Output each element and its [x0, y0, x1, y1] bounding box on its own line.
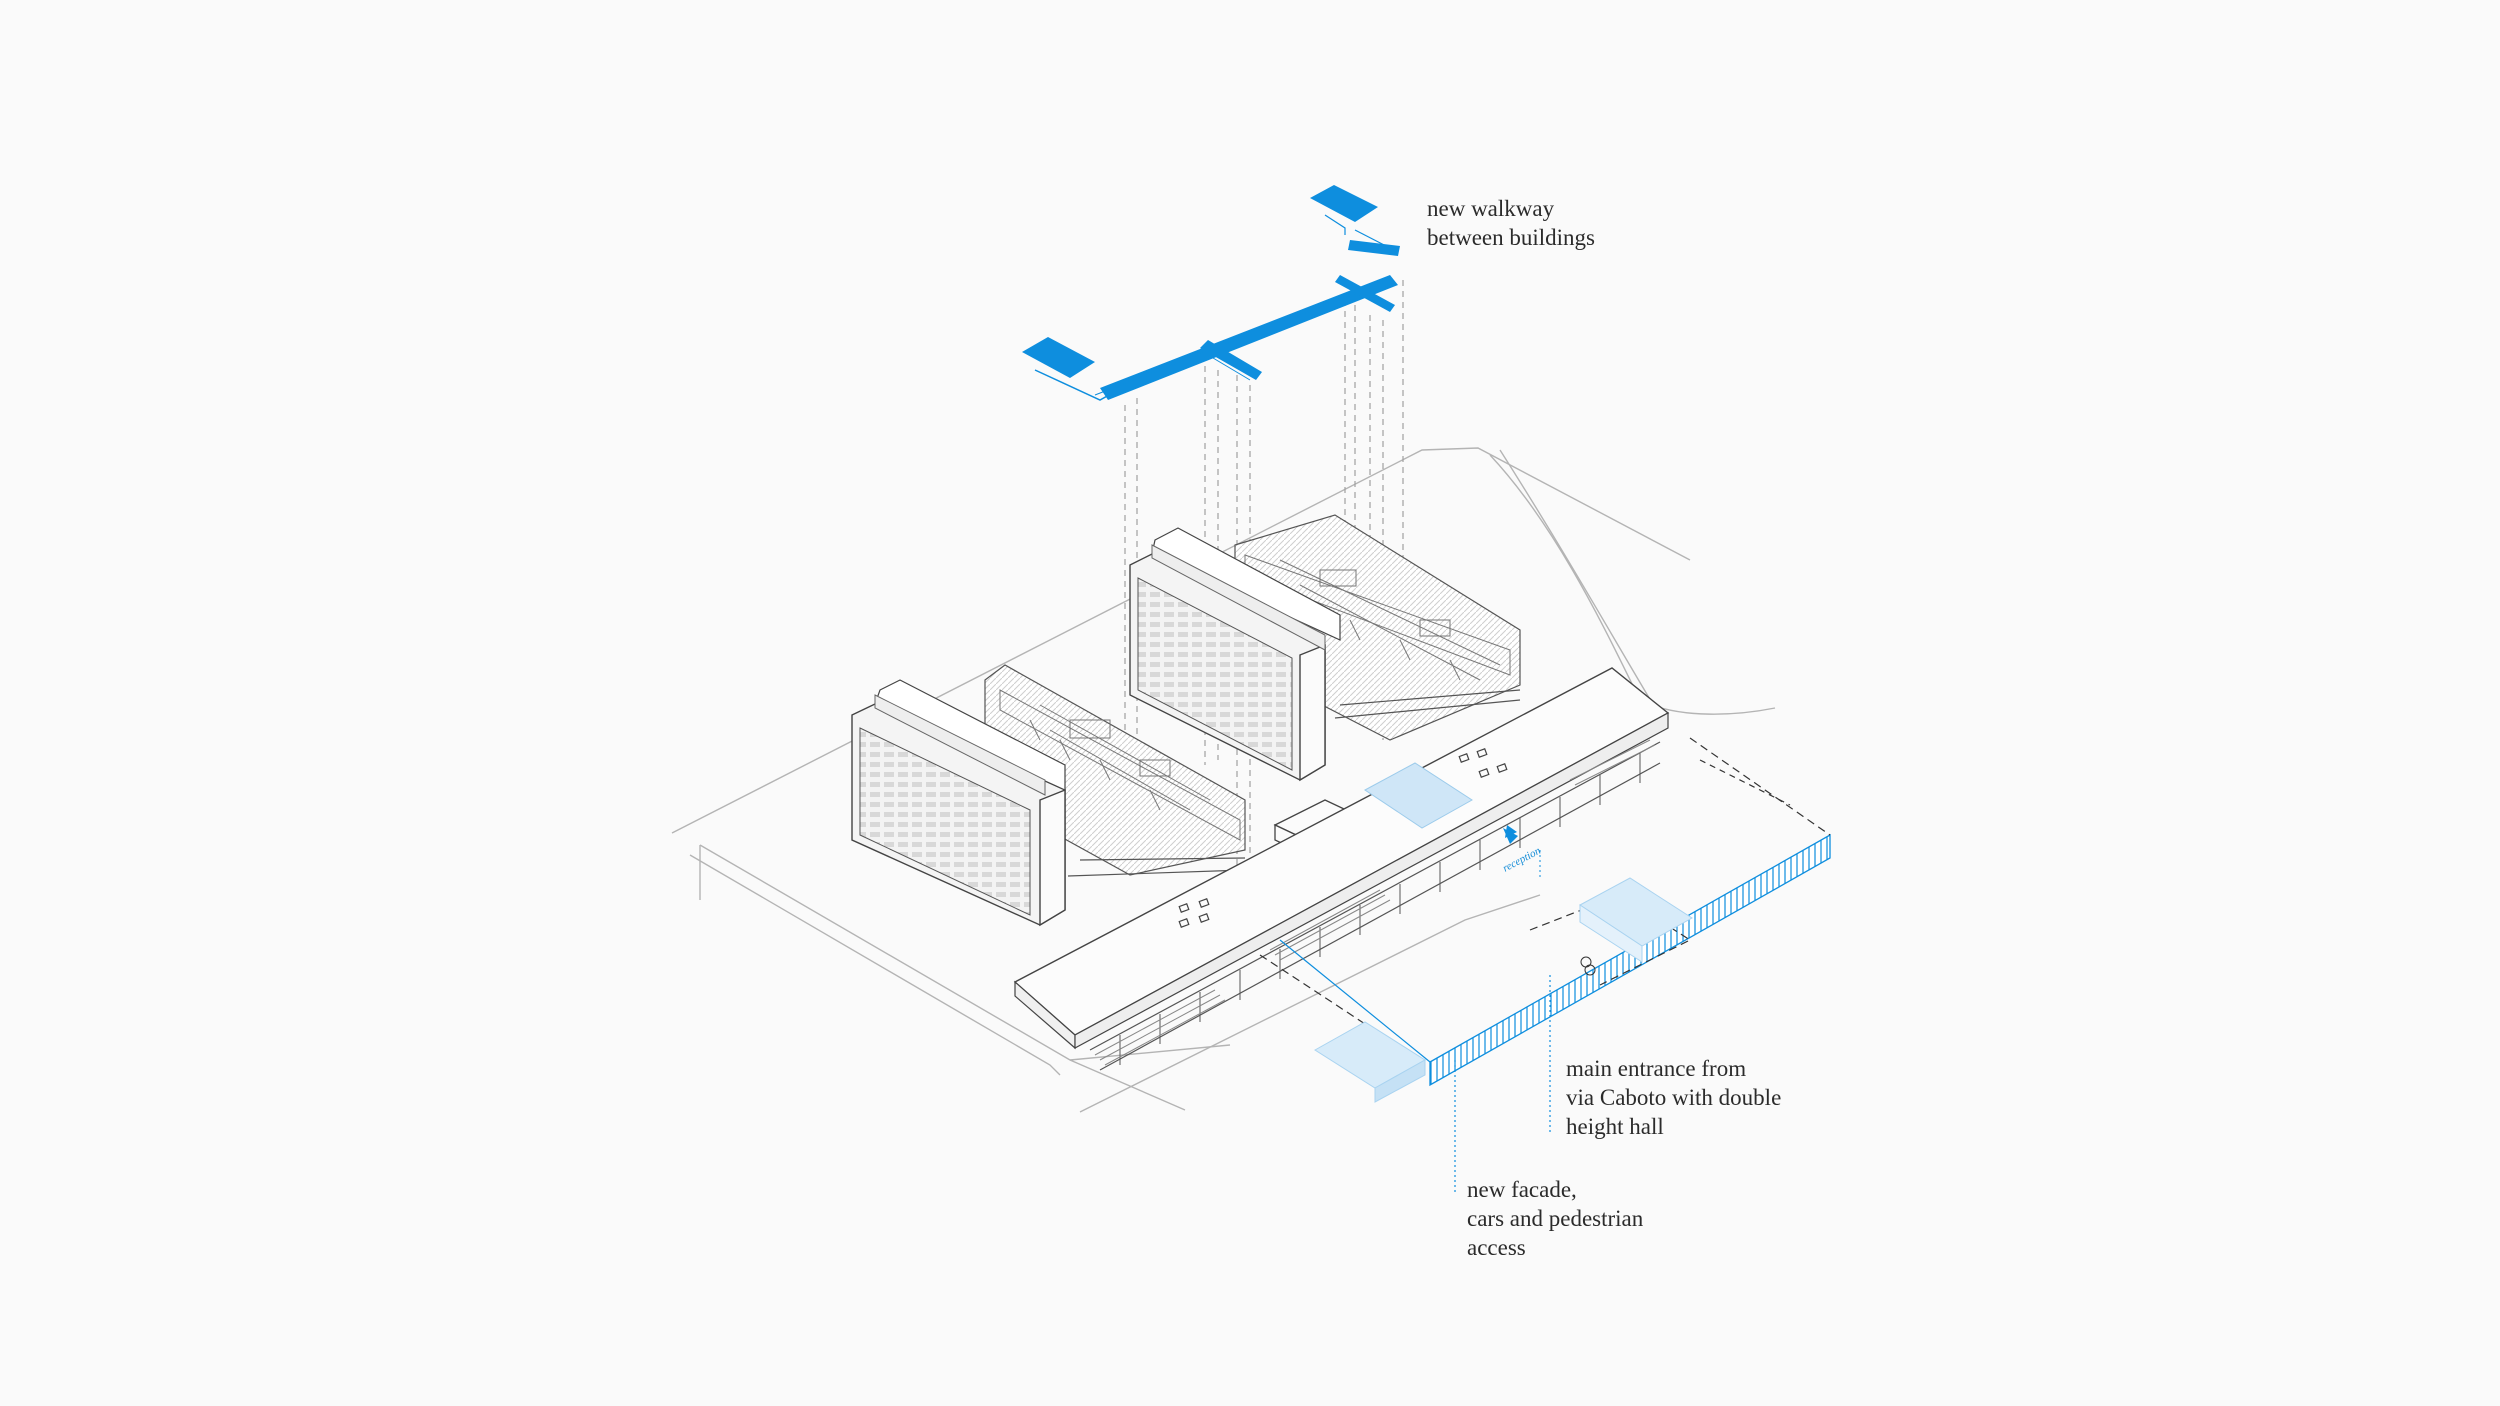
new-walkway — [1022, 185, 1400, 401]
site-outline — [671, 447, 1776, 1113]
long-bar-building — [1013, 667, 1670, 1071]
reception-marker: reception — [1501, 825, 1543, 880]
new-facade — [1259, 737, 1831, 1103]
left-building — [851, 664, 1246, 927]
reception-tag: reception — [1501, 845, 1543, 875]
entrance-annotation: main entrance from via Caboto with doubl… — [1566, 1056, 1782, 1139]
walkway-annotation: new walkway between buildings — [1427, 196, 1595, 250]
facade-annotation: new facade, cars and pedestrian access — [1467, 1177, 1644, 1260]
right-building — [1129, 514, 1521, 782]
annotation-leaders — [1454, 975, 1551, 1195]
